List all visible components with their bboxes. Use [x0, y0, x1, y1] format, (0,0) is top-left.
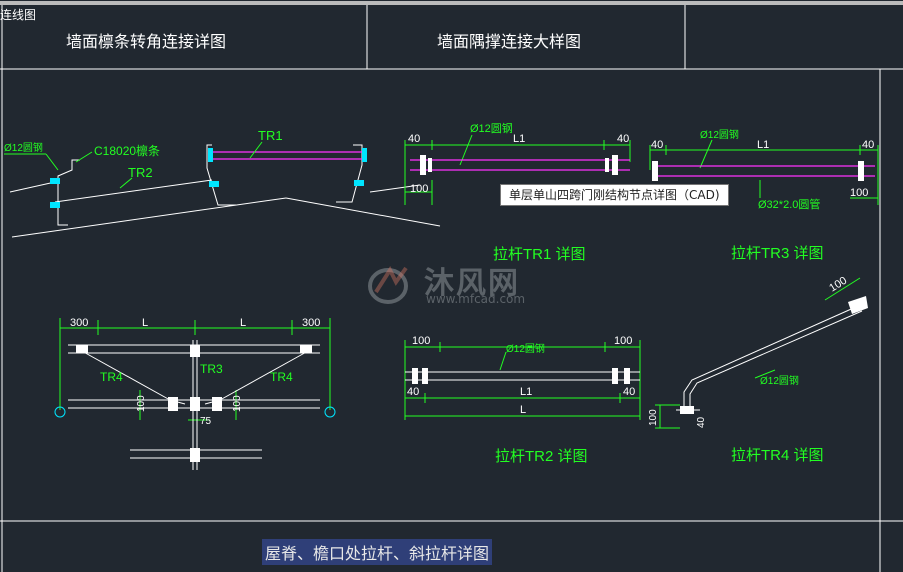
- tr2-dim-40-right: 40: [623, 386, 635, 398]
- plan-300-left: 300: [70, 317, 88, 329]
- tr2-len1: L1: [520, 386, 532, 398]
- tr1-caption: 拉杆TR1 详图: [493, 246, 586, 263]
- tr3-len-label: L1: [757, 139, 769, 151]
- tr2-label: TR2: [128, 165, 153, 180]
- tr1-detail: 40 40 Ø12圆钢 L1 100 拉杆TR1 详图: [404, 122, 631, 263]
- tr3-dim-40-left: 40: [651, 139, 663, 151]
- tr1-rod: [212, 151, 365, 160]
- purlin-label: C18020檩条: [94, 143, 160, 158]
- tr3-rod-label: Ø12圆钢: [700, 128, 739, 141]
- tr4-detail: 100 Ø12圆钢 100 40 拉杆TR4 详图: [648, 275, 868, 464]
- tr1-label: TR1: [258, 128, 283, 143]
- tr3-caption: 拉杆TR3 详图: [731, 245, 824, 262]
- tr2-detail: 100 100 Ø12圆钢 L1 L 40 40 拉杆TR2 详图: [404, 335, 641, 465]
- header-title-left: 墙面檩条转角连接详图: [66, 32, 226, 51]
- tr1-detail-rod: [410, 159, 630, 171]
- ridge-eave-plan: 300 300 L L TR3 TR4 TR4 100 100 75: [54, 317, 336, 470]
- watermark-url: www.mfcad.com: [426, 292, 526, 306]
- bottom-title[interactable]: 屋脊、檐口处拉杆、斜拉杆详图: [262, 539, 493, 565]
- tooltip: 单层单山四跨门刚结构节点详图（CAD): [500, 184, 729, 206]
- tr2-dim-100-right: 100: [614, 335, 632, 347]
- tr2-dim-40-left: 40: [407, 386, 419, 398]
- bolt-markers: [50, 148, 367, 208]
- header-title-mid: 墙面隅撑连接大样图: [437, 32, 581, 51]
- tr1-len-label: L1: [513, 133, 525, 145]
- tr3-dim-40-right: 40: [862, 139, 874, 151]
- tr3-detail: 40 40 Ø12圆钢 L1 100 Ø32*2.0圆管 拉杆TR3 详图: [649, 128, 879, 262]
- left-rod-label: Ø12圆钢: [4, 141, 43, 154]
- tr2-len: L: [520, 404, 526, 416]
- tr4-caption: 拉杆TR4 详图: [731, 447, 824, 464]
- plan-300-right: 300: [302, 317, 320, 329]
- tr3-dim-100: 100: [850, 187, 868, 199]
- plan-tr3: TR3: [200, 362, 223, 376]
- tr3-pipe-label: Ø32*2.0圆管: [758, 197, 820, 211]
- tr4-rod-label: Ø12圆钢: [760, 374, 799, 387]
- plan-100-right: 100: [232, 395, 243, 412]
- purlin-corner-detail: Ø12圆钢 C18020檩条 TR2 TR1: [4, 128, 441, 238]
- plan-l-left: L: [142, 317, 148, 329]
- plan-tr4-left: TR4: [100, 370, 123, 384]
- tr1-dim-40-right: 40: [617, 133, 629, 145]
- tr3-detail-rod: [655, 165, 875, 177]
- tr1-dim-40-left: 40: [408, 133, 420, 145]
- watermark-brand: 沐风网: [424, 266, 520, 301]
- plan-75: 75: [200, 416, 212, 427]
- tr2-rod-label: Ø12圆钢: [506, 342, 545, 355]
- tr2-caption: 拉杆TR2 详图: [495, 448, 588, 465]
- tr1-dim-100: 100: [410, 183, 428, 195]
- tr4-dim-100-left: 100: [648, 409, 659, 426]
- tr4-dim-100-top: 100: [827, 275, 849, 295]
- plan-tr4-right: TR4: [270, 370, 293, 384]
- corner-tag: 连线图: [0, 8, 37, 22]
- tr1-rod-label: Ø12圆钢: [470, 122, 513, 135]
- plan-100-left: 100: [136, 395, 147, 412]
- tr4-dim-40: 40: [696, 416, 707, 428]
- plan-l-right: L: [240, 317, 246, 329]
- watermark-logo-icon: [368, 265, 408, 304]
- tr2-dim-100-left: 100: [412, 335, 430, 347]
